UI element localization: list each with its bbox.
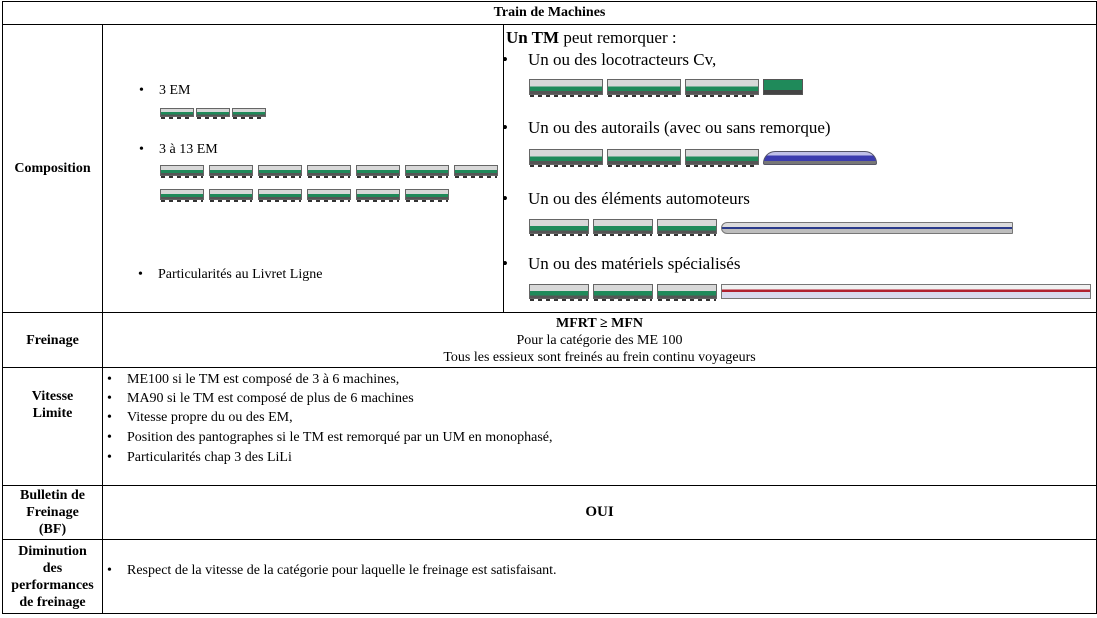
composition-item-locotracteurs: Un ou des locotracteurs Cv, <box>502 50 716 70</box>
bulletin-label: Bulletin de Freinage (BF) <box>2 485 103 540</box>
locomotive-icon <box>685 79 759 97</box>
freinage-cell: MFRT ≥ MFN Pour la catégorie des ME 100 … <box>101 312 1097 368</box>
locomotive-icon <box>657 284 717 301</box>
locomotive-icon <box>160 165 204 178</box>
composition-item-materiels-specialises: Un ou des matériels spécialisés <box>502 254 741 274</box>
composition-item-3em: 3 EM <box>139 83 190 99</box>
locomotive-icon <box>209 189 253 202</box>
vitesse-item-pantographes: Position des pantographes si le TM est r… <box>107 430 552 446</box>
locomotive-icon <box>356 165 400 178</box>
locomotive-icon <box>529 219 589 236</box>
freinage-essieux: Tous les essieux sont freinés au frein c… <box>443 349 756 365</box>
locotracteur-icon <box>763 79 803 95</box>
locomotive-icon <box>196 108 230 119</box>
train-autorails-image <box>529 149 877 167</box>
locomotive-icon <box>405 165 449 178</box>
locomotive-icon <box>454 165 498 178</box>
composition-item-3-13em: 3 à 13 EM <box>139 142 218 158</box>
train-13em-row2-image <box>160 189 454 202</box>
locomotive-icon <box>232 108 266 119</box>
automoteur-icon <box>721 222 1013 234</box>
vitesse-item-me100: ME100 si le TM est composé de 3 à 6 mach… <box>107 372 399 388</box>
freinage-label: Freinage <box>2 312 103 368</box>
locomotive-icon <box>307 165 351 178</box>
table-title: Train de Machines <box>1 1 1097 25</box>
train-locotracteurs-image <box>529 79 803 97</box>
autorail-icon <box>763 151 877 165</box>
train-3em-image <box>160 108 268 119</box>
composition-item-particularites: Particularités au Livret Ligne <box>138 267 323 283</box>
composition-intro: Un TM peut remorquer : <box>506 28 677 47</box>
locomotive-icon <box>160 108 194 119</box>
composition-item-elements-automoteurs: Un ou des éléments automoteurs <box>502 189 750 209</box>
vitesse-item-ma90: MA90 si le TM est composé de plus de 6 m… <box>107 391 414 407</box>
train-13em-row1-image <box>160 165 503 178</box>
locomotive-icon <box>258 189 302 202</box>
freinage-category: Pour la catégorie des ME 100 <box>516 332 683 348</box>
composition-left-cell: 3 EM 3 à 13 EM <box>102 24 504 313</box>
locomotive-icon <box>160 189 204 202</box>
vitesse-item-vitesse-propre: Vitesse propre du ou des EM, <box>107 410 293 426</box>
diminution-label: Diminution des performances de freinage <box>2 539 103 614</box>
locomotive-icon <box>356 189 400 202</box>
locomotive-icon <box>529 284 589 301</box>
materiel-specialise-icon <box>721 284 1091 299</box>
composition-item-autorails: Un ou des autorails (avec ou sans remorq… <box>502 118 831 138</box>
locomotive-icon <box>405 189 449 202</box>
freinage-formula: MFRT ≥ MFN <box>555 315 644 331</box>
locomotive-icon <box>607 149 681 167</box>
train-specialises-image <box>529 284 1091 301</box>
composition-label: Composition <box>2 24 103 313</box>
bulletin-value: OUI <box>101 485 1097 540</box>
locomotive-icon <box>685 149 759 167</box>
diminution-cell: Respect de la vitesse de la catégorie po… <box>101 539 1097 614</box>
locomotive-icon <box>529 79 603 97</box>
locomotive-icon <box>307 189 351 202</box>
vitesse-label: Vitesse Limite <box>2 367 103 486</box>
locomotive-icon <box>657 219 717 236</box>
locomotive-icon <box>529 149 603 167</box>
locomotive-icon <box>258 165 302 178</box>
diminution-item: Respect de la vitesse de la catégorie po… <box>107 563 557 579</box>
locomotive-icon <box>593 219 653 236</box>
locomotive-icon <box>607 79 681 97</box>
composition-right-cell: Un TM peut remorquer : Un ou des locotra… <box>502 24 1097 313</box>
train-automoteurs-image <box>529 219 1013 236</box>
vitesse-item-particularites: Particularités chap 3 des LiLi <box>107 450 292 466</box>
locomotive-icon <box>209 165 253 178</box>
vitesse-cell: ME100 si le TM est composé de 3 à 6 mach… <box>101 367 1097 486</box>
locomotive-icon <box>593 284 653 301</box>
